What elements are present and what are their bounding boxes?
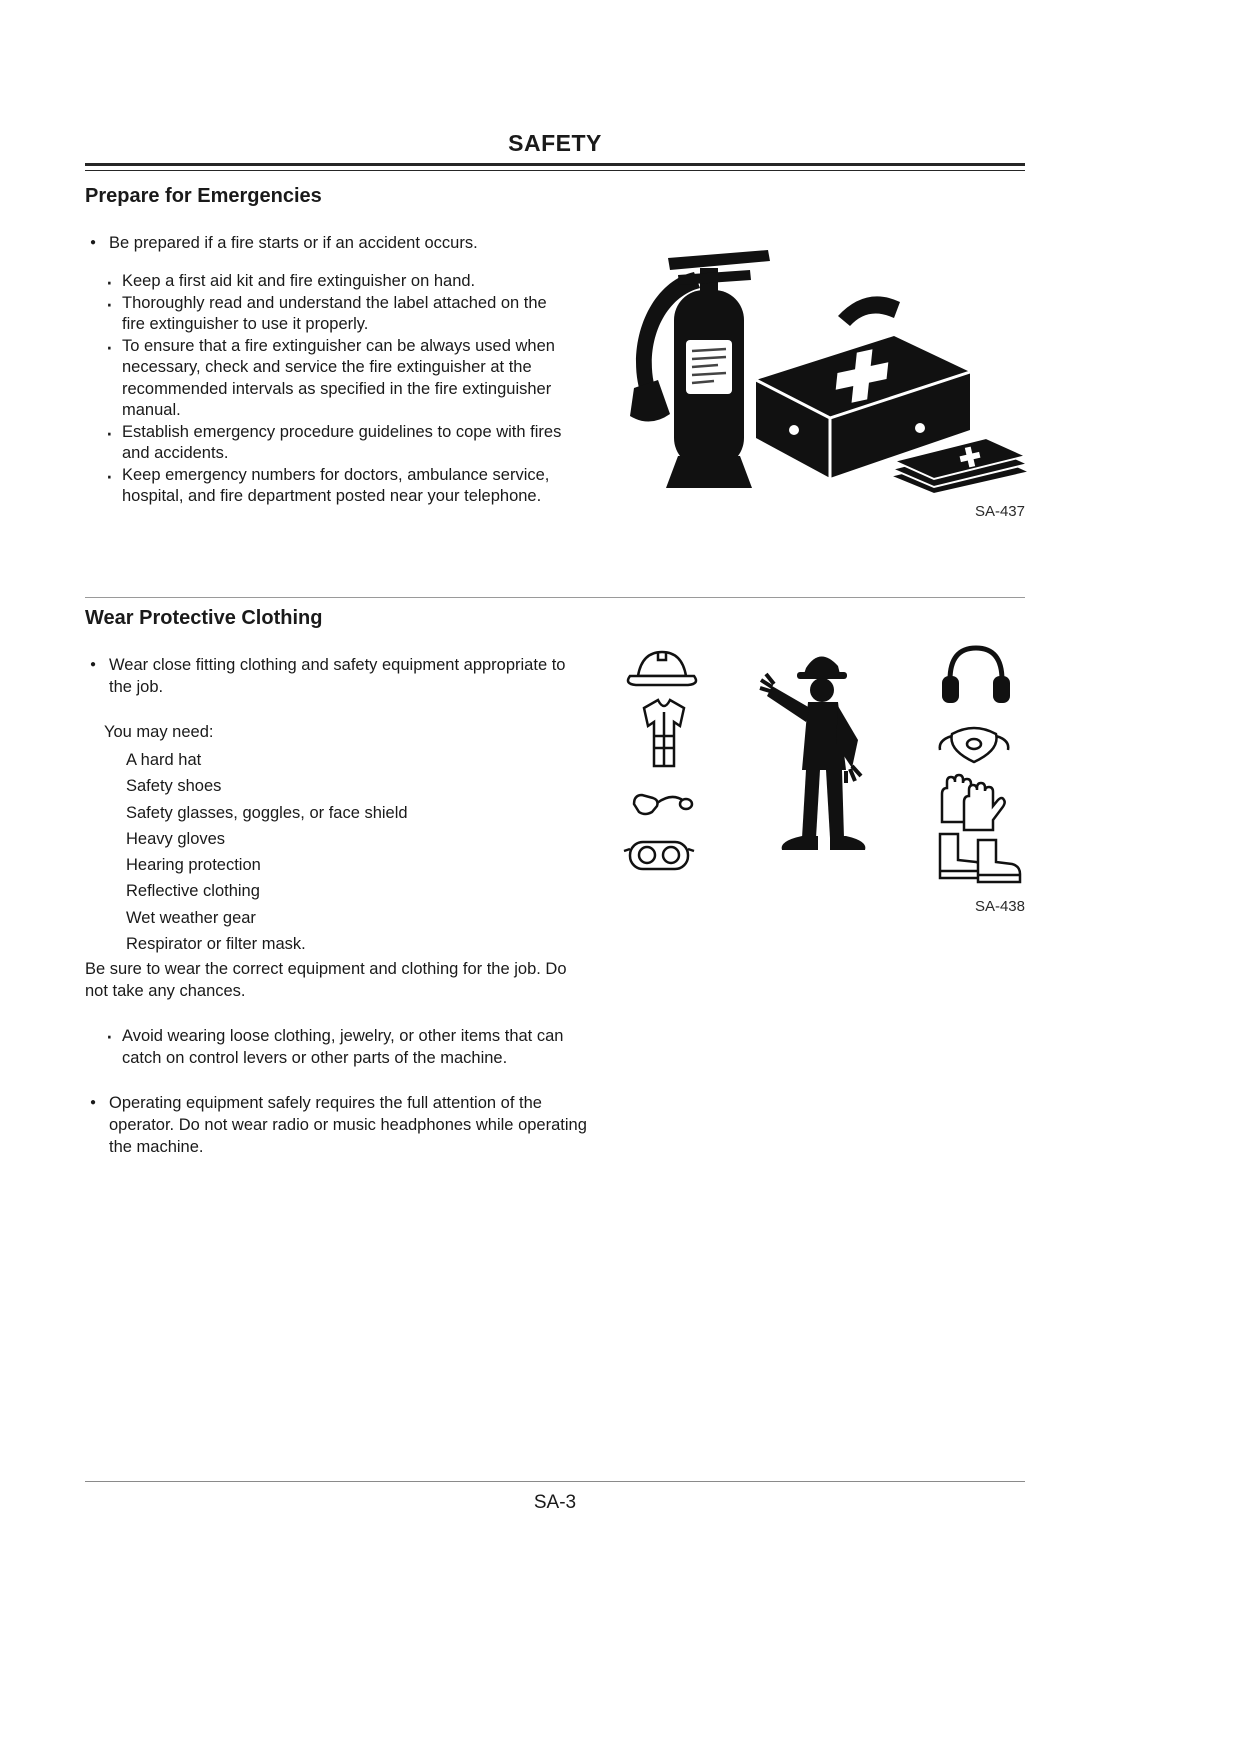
safety-goggles-icon <box>623 840 695 871</box>
sub-bullet-item: · Thoroughly read and understand the lab… <box>105 287 575 336</box>
need-list-item: Reflective clothing <box>126 882 260 901</box>
sub-bullet-item: · Keep emergency numbers for doctors, am… <box>105 459 575 508</box>
worker-figure <box>759 656 866 850</box>
paragraph: Be sure to wear the correct equipment an… <box>85 960 567 1000</box>
sub-bullet-marker: · <box>105 330 114 361</box>
protective-clothing-illustration <box>623 645 1022 884</box>
sub-bullet-marker: · <box>105 287 114 318</box>
safety-boots-icon <box>938 832 1022 884</box>
section-divider <box>85 597 1025 598</box>
ear-plugs-icon <box>632 793 694 816</box>
bullet-text: Wear close fitting clothing and safety e… <box>109 656 566 696</box>
emergency-equipment-illustration <box>630 250 1034 495</box>
bullet-marker: ● <box>90 237 97 248</box>
sub-bullet-marker: · <box>105 266 114 296</box>
need-list-item: Safety glasses, goggles, or face shield <box>126 803 408 822</box>
need-list-item: Safety shoes <box>126 777 222 796</box>
need-list-intro: You may need: <box>104 723 214 741</box>
need-list-item: Respirator or filter mask. <box>126 935 306 954</box>
bullet-text: Operating equipment safely requires the … <box>109 1094 587 1156</box>
bullet-item: ● Be prepared if a fire starts or if an … <box>90 232 590 254</box>
sub-bullet-text: Keep emergency numbers for doctors, ambu… <box>122 465 550 506</box>
gloves-icon <box>940 773 1006 832</box>
sub-bullet-text: Keep a first aid kit and fire extinguish… <box>122 272 476 290</box>
page-number: SA-3 <box>533 1492 577 1513</box>
sub-bullet-item: · Establish emergency procedure guidelin… <box>105 416 575 465</box>
hard-hat-icon <box>626 650 698 687</box>
sub-bullet-text: To ensure that a fire extinguisher can b… <box>122 336 555 420</box>
first-aid-kit-icon <box>755 296 971 478</box>
need-list-item: Heavy gloves <box>126 829 226 848</box>
bullet-text: Be prepared if a fire starts or if an ac… <box>109 234 478 252</box>
figure-caption: SA-438 <box>974 898 1025 915</box>
page-title: SAFETY <box>508 130 602 156</box>
figure-protective-clothing <box>618 642 1033 892</box>
need-list-item: Wet weather gear <box>126 908 256 927</box>
section-title-wear-protective-clothing: Wear Protective Clothing <box>85 607 323 629</box>
figure-caption: SA-437 <box>974 503 1025 520</box>
sub-bullet-text: Thoroughly read and understand the label… <box>122 293 547 334</box>
bullet-item: ● Operating equipment safely requires th… <box>90 1092 600 1158</box>
card-cross <box>959 446 981 468</box>
need-list-item: Hearing protection <box>126 856 261 875</box>
bullet-marker: ● <box>90 659 97 670</box>
sub-bullet-text: Establish emergency procedure guidelines… <box>122 422 562 463</box>
figure-emergency-equipment <box>598 230 1038 495</box>
fire-extinguisher-icon <box>630 250 770 488</box>
sub-bullet-marker: · <box>105 416 114 447</box>
first-aid-cards-icon <box>886 436 1034 495</box>
sub-bullet-marker: · <box>105 459 114 490</box>
respirator-mask-icon <box>938 726 1010 764</box>
footer-rule <box>85 1481 1025 1482</box>
bullet-marker: ● <box>90 1097 97 1108</box>
sub-bullet-item: · To ensure that a fire extinguisher can… <box>105 330 575 422</box>
bullet-item: ● Wear close fitting clothing and safety… <box>90 654 590 698</box>
need-list-item: A hard hat <box>126 751 202 769</box>
sub-bullet-marker: · <box>105 1020 114 1050</box>
sub-bullet-list: · Keep a first aid kit and fire extingui… <box>105 266 575 508</box>
sub-bullet-item: · Avoid wearing loose clothing, jewelry,… <box>105 1020 595 1069</box>
need-list: A hard hat Safety shoes Safety glasses, … <box>126 747 408 957</box>
sub-bullet-item: · Keep a first aid kit and fire extingui… <box>105 266 575 296</box>
sub-bullet-text: Avoid wearing loose clothing, jewelry, o… <box>122 1027 564 1067</box>
safety-vest-icon <box>642 698 686 768</box>
section-title-prepare-for-emergencies: Prepare for Emergencies <box>85 185 322 207</box>
header-double-rule <box>85 163 1025 171</box>
ear-muffs-icon <box>942 645 1010 703</box>
